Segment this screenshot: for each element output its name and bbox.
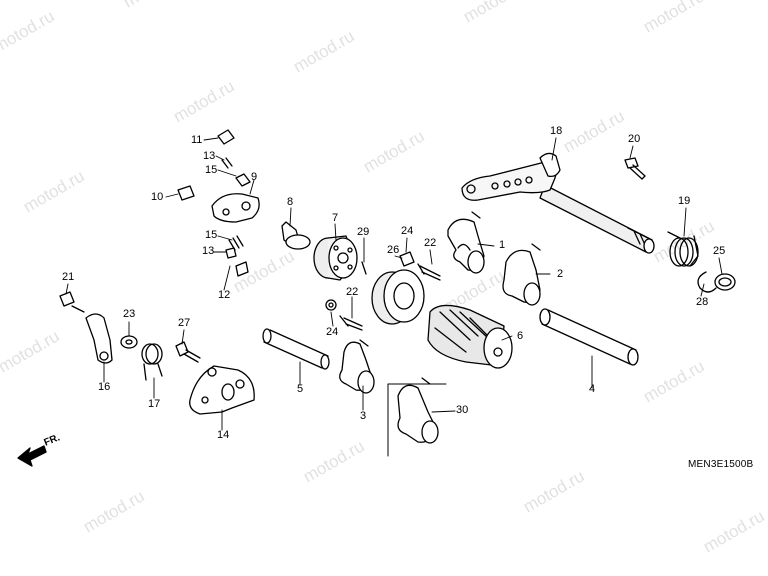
callout-22: 22 <box>346 286 359 298</box>
shift-fork-part <box>339 339 375 394</box>
callout-30: 30 <box>456 404 469 416</box>
callout-14: 14 <box>217 429 230 441</box>
callout-19: 19 <box>678 195 691 207</box>
stopper-arm-part <box>177 129 260 277</box>
shift-fork-part <box>502 243 541 306</box>
callout-17: 17 <box>148 398 161 410</box>
callout-5: 5 <box>297 383 304 395</box>
return-spring-part <box>667 231 699 267</box>
callout-2: 2 <box>557 268 564 280</box>
callout-29: 29 <box>357 226 370 238</box>
pin-part <box>361 261 367 275</box>
callout-27: 27 <box>178 317 191 329</box>
callout-13: 13 <box>202 245 215 257</box>
callout-21: 21 <box>62 271 75 283</box>
diagram-code: MEN3E1500B <box>688 459 754 470</box>
callout-20: 20 <box>628 133 641 145</box>
callout-16: 16 <box>98 381 111 393</box>
shift-spindle-part <box>461 152 655 254</box>
small-bolt-part <box>325 251 441 331</box>
callout-7: 7 <box>332 212 339 224</box>
callout-23: 23 <box>123 308 136 320</box>
washer-part <box>120 335 138 349</box>
callout-12: 12 <box>218 289 231 301</box>
callout-13: 13 <box>203 150 216 162</box>
guide-plate-part <box>189 365 255 415</box>
callout-15: 15 <box>205 229 218 241</box>
callout-4: 4 <box>589 383 596 395</box>
leader-lines <box>65 137 723 431</box>
fork-shaft-long-part <box>539 308 639 366</box>
fork-shaft-short-part <box>262 328 330 370</box>
callout-18: 18 <box>550 125 563 137</box>
shift-drum-part <box>427 304 513 369</box>
bearing-part <box>371 269 425 325</box>
callout-15: 15 <box>205 164 218 176</box>
circlip-part <box>697 271 717 293</box>
callout-8: 8 <box>287 196 294 208</box>
callout-25: 25 <box>713 245 726 257</box>
callout-24: 24 <box>326 326 339 338</box>
callout-24: 24 <box>401 225 414 237</box>
bolt-part <box>175 341 201 363</box>
shift-fork-part <box>397 377 439 444</box>
bolt-part <box>624 157 646 180</box>
callout-28: 28 <box>696 296 709 308</box>
callout-11: 11 <box>191 134 203 146</box>
callout-10: 10 <box>151 191 164 203</box>
bracket-line <box>387 383 447 457</box>
callout-9: 9 <box>251 171 258 183</box>
callout-22: 22 <box>424 237 437 249</box>
spring-part <box>141 343 163 381</box>
pivot-bolt-part <box>281 221 311 250</box>
shift-drum-center-part <box>313 235 358 281</box>
washer-part <box>714 273 736 291</box>
front-direction-arrow-icon <box>17 445 47 467</box>
callout-6: 6 <box>517 330 524 342</box>
callout-1: 1 <box>499 239 506 251</box>
shift-fork-part <box>447 211 485 274</box>
callout-3: 3 <box>360 410 367 422</box>
callout-26: 26 <box>387 244 400 256</box>
shift-arm-part <box>59 291 113 364</box>
